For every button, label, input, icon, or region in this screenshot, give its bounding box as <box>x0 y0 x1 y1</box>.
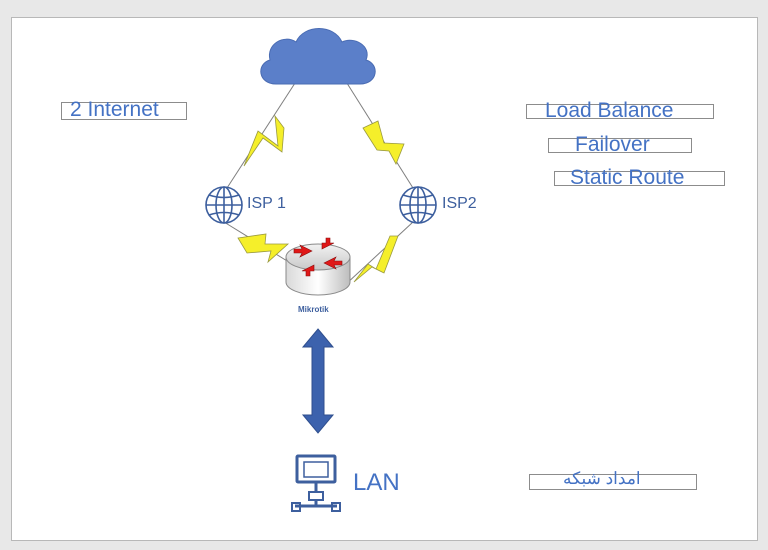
globe-icon <box>399 186 437 224</box>
router-icon <box>285 237 351 296</box>
router-label: Mikrotik <box>298 305 329 314</box>
static-route-label: Static Route <box>570 166 685 189</box>
lan-label: LAN <box>353 469 400 496</box>
load-balance-label: Load Balance <box>545 99 674 122</box>
lightning-bolt <box>237 233 290 264</box>
label-box <box>526 104 714 119</box>
cloud-icon <box>260 28 376 85</box>
failover-label: Failover <box>575 133 650 156</box>
label-box <box>554 171 725 186</box>
lightning-bolt <box>362 120 405 165</box>
isp1-label: ISP 1 <box>247 195 286 212</box>
lightning-bolt <box>243 114 285 167</box>
globe-icon <box>205 186 243 224</box>
lightning-bolt-group <box>237 114 405 283</box>
label-box <box>548 138 692 153</box>
internet-label: 2 Internet <box>70 98 159 121</box>
label-box <box>529 474 697 490</box>
isp2-label: ISP2 <box>442 195 477 212</box>
lightning-bolt <box>353 235 399 283</box>
computer-icon <box>291 454 341 512</box>
label-box <box>61 102 187 120</box>
double-arrow <box>301 328 335 434</box>
persian-label: امداد شبکه <box>563 469 641 488</box>
